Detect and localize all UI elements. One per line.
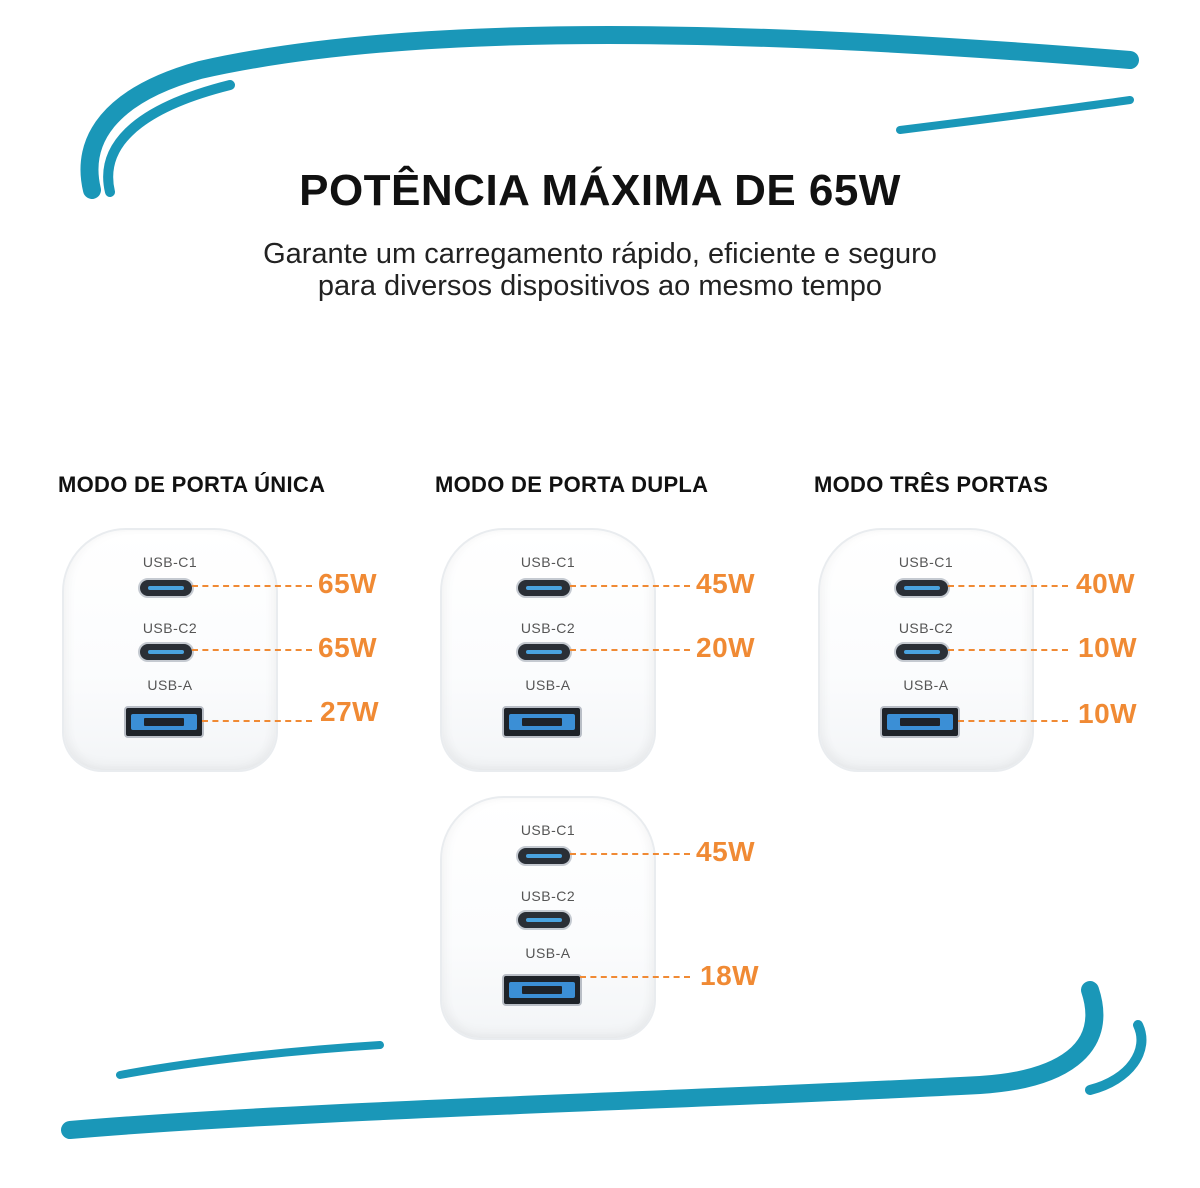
leader-line — [948, 649, 1068, 651]
port-label-usb-a: USB-A — [147, 677, 193, 693]
watt-single-c1: 65W — [318, 568, 378, 599]
leader-line — [958, 720, 1068, 722]
port-label-usb-c2: USB-C2 — [520, 888, 576, 904]
leader-line — [948, 585, 1068, 587]
usb-c2-port-icon — [516, 642, 572, 662]
usb-c1-port-icon — [138, 578, 194, 598]
usb-c1-port-icon — [516, 578, 572, 598]
watt-triple-a: 10W — [1078, 698, 1138, 729]
port-label-usb-a: USB-A — [525, 945, 571, 961]
page-subtitle: Garante um carregamento rápido, eficient… — [0, 238, 1200, 302]
port-label-usb-a: USB-A — [903, 677, 949, 693]
port-label-usb-c1: USB-C1 — [898, 554, 954, 570]
leader-line — [580, 976, 690, 978]
subtitle-line-1: Garante um carregamento rápido, eficient… — [263, 238, 937, 270]
port-label-usb-c1: USB-C1 — [520, 554, 576, 570]
mode-title-single: MODO DE PORTA ÚNICA — [58, 472, 326, 497]
leader-line — [570, 853, 690, 855]
port-label-usb-c2: USB-C2 — [898, 620, 954, 636]
port-label-usb-c1: USB-C1 — [520, 822, 576, 838]
watt-triple-c1: 40W — [1076, 568, 1136, 599]
port-label-usb-a: USB-A — [525, 677, 571, 693]
subtitle-line-2: para diversos dispositivos ao mesmo temp… — [317, 270, 883, 302]
leader-line — [202, 720, 312, 722]
usb-a-port-icon — [880, 706, 960, 738]
watt-dual-alt-a: 18W — [700, 960, 760, 991]
leader-line — [570, 585, 690, 587]
port-label-usb-c2: USB-C2 — [520, 620, 576, 636]
mode-title-triple: MODO TRÊS PORTAS — [814, 472, 1049, 497]
watt-single-a: 27W — [320, 696, 380, 727]
usb-a-port-icon — [502, 706, 582, 738]
usb-a-port-icon — [124, 706, 204, 738]
watt-triple-c2: 10W — [1078, 632, 1138, 663]
watt-dual-alt-c1: 45W — [696, 836, 756, 867]
leader-line — [570, 649, 690, 651]
charger-dual-alt-mode: USB-C1 USB-C2 USB-A — [440, 796, 656, 1040]
charger-triple-mode: USB-C1 USB-C2 USB-A — [818, 528, 1034, 772]
leader-line — [192, 585, 312, 587]
usb-c2-port-icon — [138, 642, 194, 662]
watt-single-c2: 65W — [318, 632, 378, 663]
port-label-usb-c2: USB-C2 — [142, 620, 198, 636]
watt-dual-c2: 20W — [696, 632, 756, 663]
watt-dual-c1: 45W — [696, 568, 756, 599]
leader-line — [192, 649, 312, 651]
page-title: POTÊNCIA MÁXIMA DE 65W — [299, 166, 901, 215]
usb-a-port-icon — [502, 974, 582, 1006]
mode-title-dual: MODO DE PORTA DUPLA — [435, 472, 709, 497]
port-label-usb-c1: USB-C1 — [142, 554, 198, 570]
charger-dual-mode: USB-C1 USB-C2 USB-A — [440, 528, 656, 772]
usb-c2-port-icon — [894, 642, 950, 662]
usb-c1-port-icon — [516, 846, 572, 866]
usb-c2-port-icon — [516, 910, 572, 930]
usb-c1-port-icon — [894, 578, 950, 598]
